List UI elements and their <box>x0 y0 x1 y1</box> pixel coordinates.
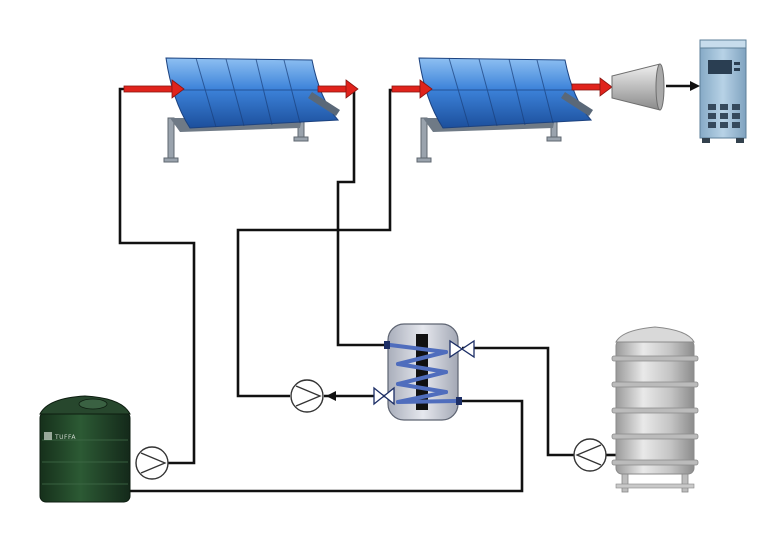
flow-arrow-collector1-in <box>123 79 185 99</box>
pipe-oilpump-to-collector1 <box>118 87 196 465</box>
arrowhead-to-generator <box>690 81 700 91</box>
oil-storage-tank: TUFFA <box>39 395 131 503</box>
flow-arrow-collector1-out <box>317 79 359 99</box>
generator-vent-grid <box>708 104 740 128</box>
collector2-foot-right <box>546 136 562 142</box>
valve-left <box>373 386 395 406</box>
tank-logo-badge <box>44 432 52 440</box>
valve-right <box>449 339 475 359</box>
turbine <box>611 63 665 111</box>
water-tank-rings <box>611 355 699 466</box>
pipe-waterpump-to-exchanger <box>462 346 576 457</box>
collector1-foot-right <box>293 136 309 142</box>
collector1-arm <box>308 92 340 116</box>
solar-collector-1 <box>163 57 340 163</box>
pump-water <box>573 438 607 472</box>
collector1-mirror <box>165 57 340 129</box>
exchanger-coil <box>388 343 458 404</box>
exchanger-core <box>416 334 428 410</box>
pipe-exchanger-to-oiltank <box>128 399 524 493</box>
flow-arrow-collector2-out <box>571 77 613 97</box>
pump-intermediate <box>290 379 324 413</box>
water-storage-tank <box>611 326 699 493</box>
pipe-network <box>118 84 694 493</box>
arrowhead-to-pump2 <box>326 391 336 401</box>
collector2-leg-left <box>420 117 428 163</box>
pump-oil <box>135 446 169 480</box>
oil-tank-brand-label: TUFFA <box>54 434 76 441</box>
exchanger-port-bottom <box>456 397 462 405</box>
collector1-leg-left <box>167 117 175 163</box>
solar-collector-2 <box>416 57 593 163</box>
collector1-foot-left <box>163 157 179 163</box>
generator-display <box>708 60 732 74</box>
flow-arrow-collector2-in <box>391 79 433 99</box>
exchanger-port-top <box>384 341 390 349</box>
collector2-arm <box>561 92 593 116</box>
generator <box>699 39 747 143</box>
pipe-collector1-to-exchanger <box>336 90 388 347</box>
flow-arrows <box>123 77 613 99</box>
heat-exchanger <box>373 323 475 421</box>
collector2-foot-left <box>416 157 432 163</box>
